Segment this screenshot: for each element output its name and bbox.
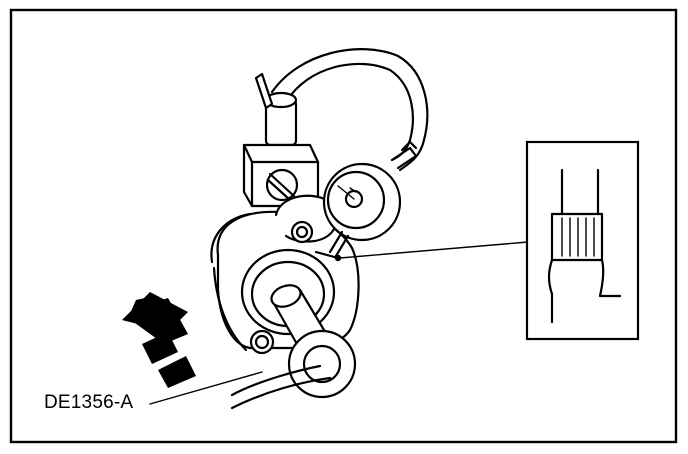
bore-and-shaft <box>240 248 338 362</box>
detail-leader <box>334 241 529 262</box>
figure-border <box>9 8 678 444</box>
drive-gear <box>230 329 357 410</box>
dial-indicator-cable <box>270 48 429 172</box>
label-leader <box>149 371 263 405</box>
direction-arrow-icon <box>122 292 196 388</box>
dial-gauge <box>314 162 402 260</box>
clamp-post <box>254 72 298 147</box>
figure-label: DE1356-A <box>44 392 134 413</box>
detail-inset <box>525 140 640 341</box>
